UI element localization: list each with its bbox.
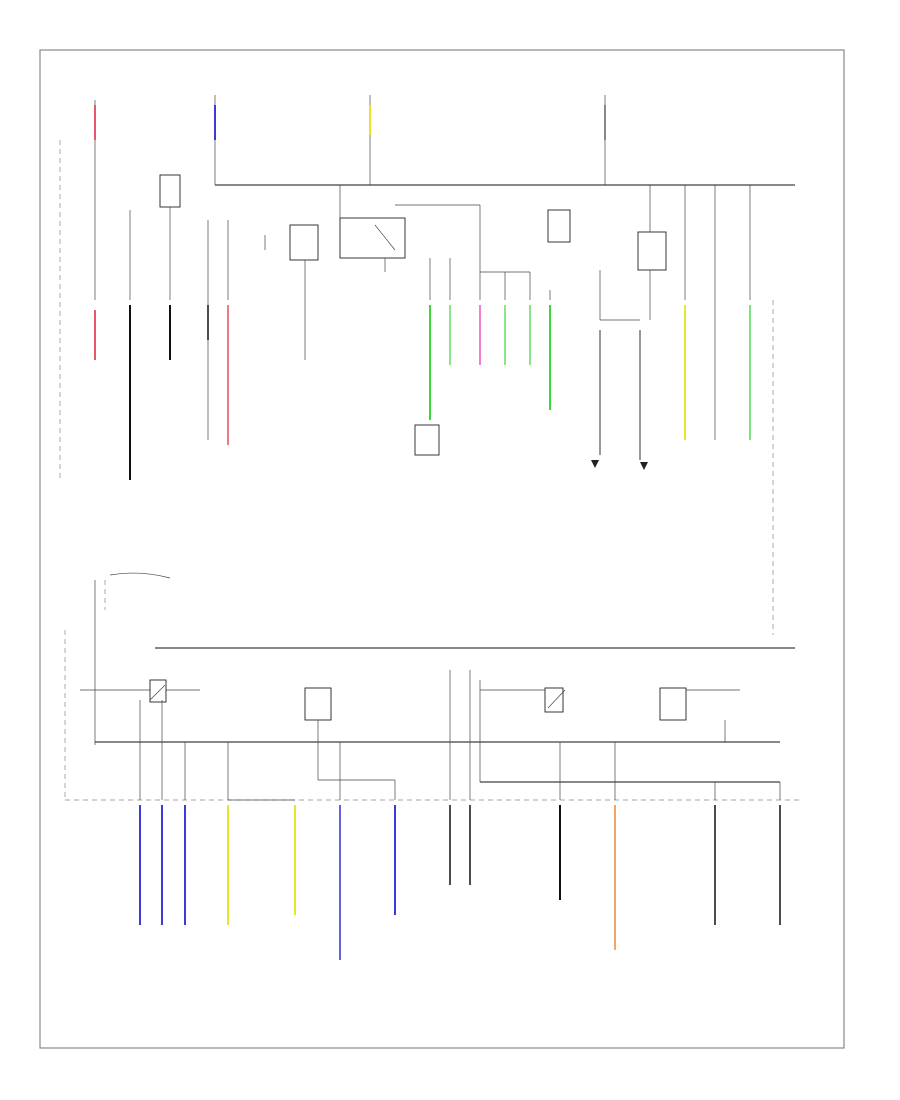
relay-lower-1: [149, 679, 167, 703]
upper-ground-terminals: [591, 460, 648, 470]
relay-box-heater: [637, 231, 667, 271]
meter-box: [414, 424, 440, 456]
relay-box-upper-right: [547, 209, 571, 243]
upper-harness-lines: [94, 160, 751, 440]
relay-box-upper-mid: [339, 217, 406, 259]
top-feed-wires: [94, 95, 606, 185]
middle-link: [64, 572, 171, 800]
relay-box-upper-left: [289, 224, 319, 261]
fusible-link-box: [159, 174, 181, 208]
lower-components: [80, 679, 740, 721]
lower-colored-wires: [139, 805, 781, 960]
lower-harness-lines: [139, 670, 781, 801]
relay-lower-3: [544, 687, 564, 713]
relay-lower-2: [304, 687, 332, 721]
diagram-frame: [39, 49, 845, 1049]
upper-colored-wires: [94, 305, 751, 480]
relay-lower-4: [659, 687, 687, 721]
upper-components: [159, 174, 667, 456]
